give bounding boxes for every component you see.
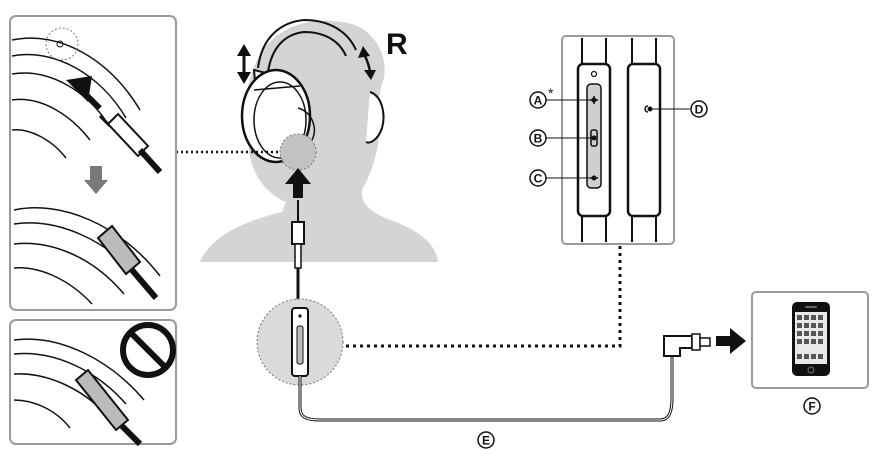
insert-arrow-icon [66, 76, 102, 110]
smartphone-icon [792, 302, 830, 376]
down-arrow-icon [84, 166, 108, 194]
callout-d: D [690, 100, 708, 118]
right-adjust-arrows-icon [358, 46, 376, 80]
device-panel [751, 291, 869, 389]
remote-link-dotted [346, 246, 622, 348]
headband [257, 18, 357, 69]
incorrect-use-panel [9, 319, 177, 447]
callout-leaders [546, 97, 690, 181]
callout-a: A * [529, 85, 554, 109]
callout-b: B [529, 129, 547, 147]
prohibited-icon [120, 322, 176, 378]
callout-f: F [803, 397, 821, 415]
cable [298, 356, 674, 422]
insertion-detail-panel [9, 15, 177, 311]
callout-c: C [529, 169, 547, 187]
callout-d-label: D [695, 103, 704, 117]
right-side-label: R [386, 28, 408, 61]
callout-e-label: E [482, 434, 490, 448]
callout-a-label: A [534, 94, 543, 108]
plug-inserted [96, 224, 159, 300]
right-angle-plug [663, 333, 711, 357]
left-adjust-arrows-icon [237, 44, 251, 84]
jack-highlight [279, 133, 317, 171]
plug-insertion [98, 112, 163, 175]
head-with-headphones [200, 18, 438, 263]
callout-e: E [477, 431, 495, 449]
remote-detail-panel [561, 35, 675, 245]
up-arrow-icon [285, 168, 311, 198]
callout-b-label: B [534, 132, 543, 146]
right-arrow-icon [716, 328, 746, 354]
cable-plug [285, 168, 311, 308]
callout-a-note: * [548, 85, 554, 101]
callout-f-label: F [808, 400, 815, 414]
inline-remote [291, 307, 309, 377]
right-earcup [365, 91, 385, 144]
callout-c-label: C [534, 172, 543, 186]
